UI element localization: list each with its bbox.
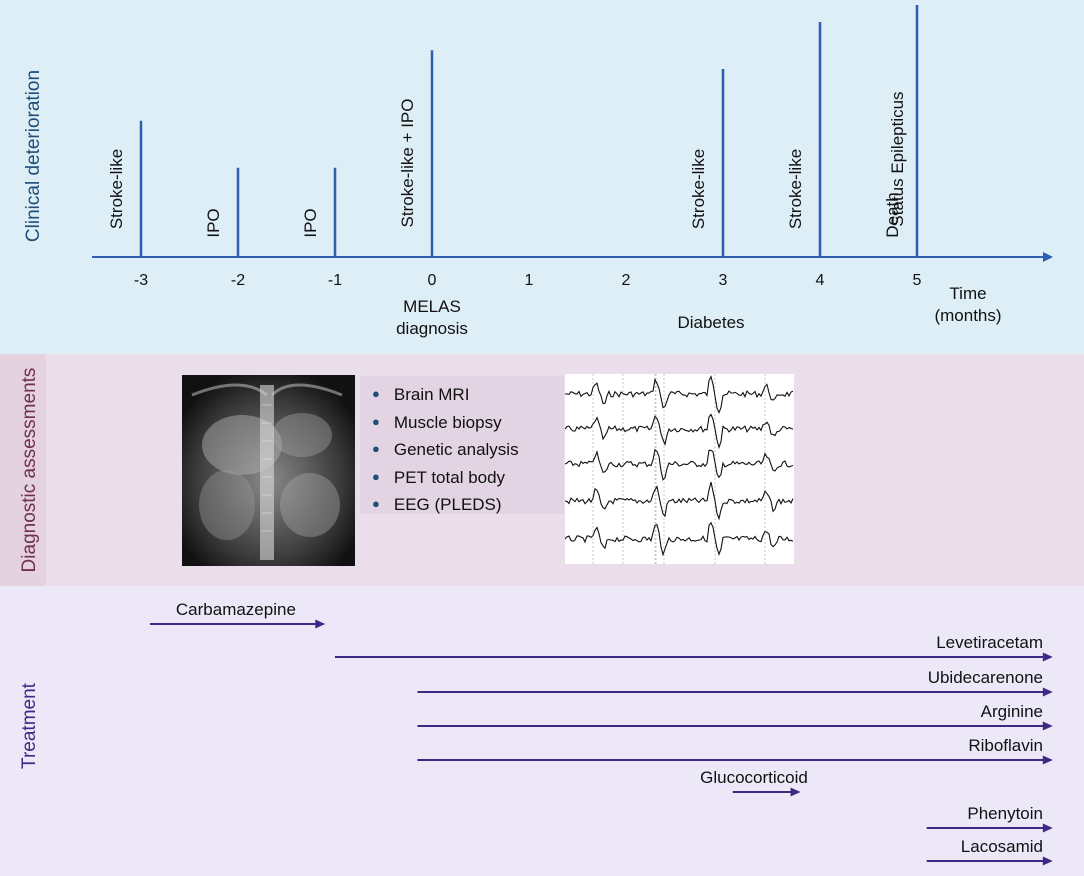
diagnostic-item: ● Genetic analysis <box>372 437 564 465</box>
time-tick-label: -1 <box>327 272 343 289</box>
eeg-trace-image <box>564 374 794 564</box>
clinical-deterioration-panel <box>0 0 1084 354</box>
time-tick-label: 3 <box>718 272 728 289</box>
event-label: Stroke-like + IPO <box>398 98 417 228</box>
time-tick-label: -2 <box>230 272 246 289</box>
eeg-graphic <box>564 374 794 564</box>
diagnostic-item-label: Genetic analysis <box>393 440 519 459</box>
bullet-icon: ● <box>372 441 380 456</box>
event-label: IPO <box>301 208 320 238</box>
diagnostic-item: ● Muscle biopsy <box>372 410 564 438</box>
time-tick-label: 2 <box>621 272 631 289</box>
diagnostic-item-label: PET total body <box>393 467 506 487</box>
treatment-label: Ubidecarenone <box>927 668 1043 687</box>
treatment-label: Riboflavin <box>968 736 1043 755</box>
timeline-chart <box>92 5 1053 262</box>
milestone-line2: diagnosis <box>396 319 468 338</box>
diagnostic-item-label: Brain MRI <box>393 385 470 404</box>
diagnostic-item: ● EEG (PLEDS) <box>372 492 564 520</box>
bullet-icon: ● <box>372 496 380 511</box>
treatment-label: Phenytoin <box>967 804 1043 823</box>
eeg-trace <box>564 448 794 481</box>
diagnostic-item-label: Muscle biopsy <box>393 412 502 432</box>
eeg-trace <box>564 521 794 557</box>
treatment-label: Treatment <box>19 683 40 769</box>
bullet-icon: ● <box>372 413 380 429</box>
treatment-panel <box>0 586 1084 876</box>
diagnostic-list: ● Brain MRI ● Muscle biopsy ● Genetic analy… <box>360 376 564 520</box>
eeg-trace <box>564 481 794 521</box>
treatment-label: Carbamazepine <box>175 600 296 619</box>
event-label: Stroke-like <box>786 148 805 229</box>
treatment-label: Arginine <box>980 702 1043 721</box>
diagnostic-item: ● PET total body <box>372 465 564 493</box>
diagnostic-label-strip <box>0 354 46 586</box>
bullet-icon: ● <box>372 468 380 484</box>
diagnostic-item: ● Brain MRI <box>372 382 564 410</box>
milestone-label: MELAS diagnosis <box>396 296 468 340</box>
event-label: Death <box>883 191 902 238</box>
time-tick-label: -3 <box>133 272 149 289</box>
event-label: Stroke-like <box>689 148 708 229</box>
xray-graphic <box>182 375 355 566</box>
time-tick-label: 5 <box>912 272 922 289</box>
time-axis-arrowhead <box>1043 252 1053 262</box>
time-axis-label-line2: (months) <box>934 306 1002 325</box>
abdominal-xray-image <box>182 375 355 566</box>
event-label: IPO <box>204 208 223 238</box>
eeg-trace <box>564 413 794 450</box>
time-axis-label: Time (months) <box>934 283 1001 327</box>
bullet-icon: ● <box>372 386 380 401</box>
event-label: Stroke-like <box>107 148 126 229</box>
diagnostic-assessments-label: Diagnostic assessments <box>19 367 40 573</box>
time-tick-label: 0 <box>427 272 437 289</box>
diagnostic-list-box: ● Brain MRI ● Muscle biopsy ● Genetic analy… <box>360 376 564 514</box>
time-tick-label: 1 <box>524 272 534 289</box>
milestone-line1: Diabetes <box>677 313 745 332</box>
treatment-label: Levetiracetam <box>936 633 1043 652</box>
treatment-label: Glucocorticoid <box>700 768 808 787</box>
milestone-label: Diabetes <box>677 312 744 334</box>
time-tick-label: 4 <box>815 272 825 289</box>
treatment-label: Lacosamid <box>960 837 1043 856</box>
diagnostic-item-label: EEG (PLEDS) <box>393 495 502 514</box>
milestone-line1: MELAS <box>403 297 461 316</box>
eeg-trace <box>564 375 794 415</box>
time-axis-label-line1: Time <box>949 284 987 303</box>
